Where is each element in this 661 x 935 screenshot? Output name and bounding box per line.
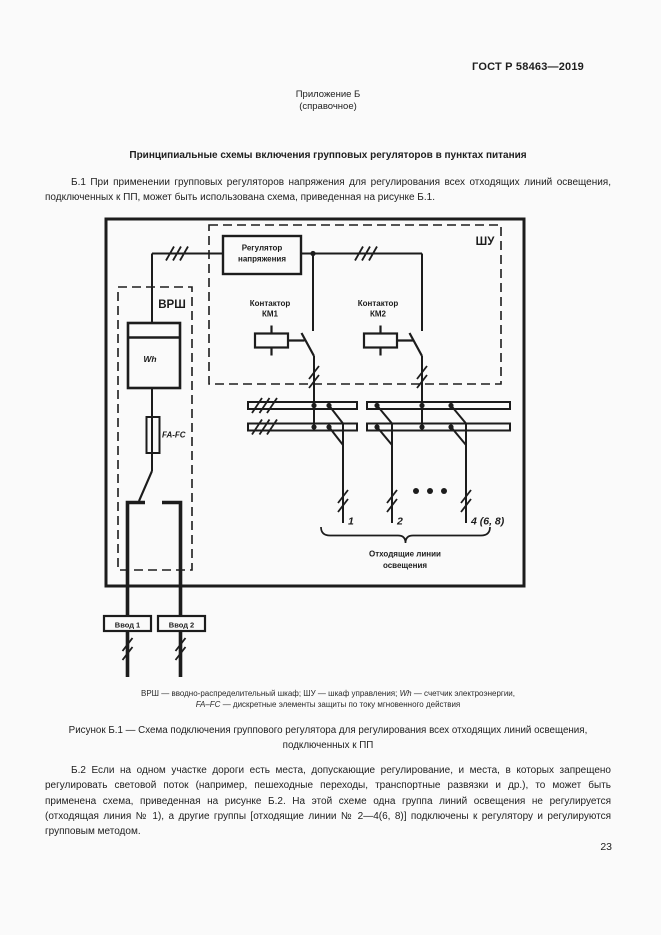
voltage-regulator-label: Регулятор напряжения	[238, 244, 286, 264]
meter-label: Wh	[143, 354, 156, 364]
control-cabinet-shu-box	[208, 224, 502, 385]
contactor-km2-label: Контактор КМ2	[358, 299, 399, 319]
outgoing-lines-label: Отходящие линии освещения	[369, 550, 441, 571]
vrsh-label: ВРШ	[158, 299, 186, 311]
svg-text:Отходящие линии: Отходящие линии	[369, 550, 441, 559]
conductor-hatch-marks	[121, 246, 472, 661]
outgoing-line-3-number: 4 (6, 8)	[470, 516, 505, 528]
wires	[151, 252, 467, 523]
page-number: 23	[600, 841, 612, 853]
input-2-box	[156, 614, 207, 633]
feeder-runs	[125, 500, 183, 677]
voltage-regulator-box	[221, 234, 303, 276]
legend-line-2: FA–FC — дискретные элементы защиты по то…	[45, 700, 611, 711]
breaker-label: FA-FC	[162, 431, 186, 440]
appendix-subtitle: (справочное)	[299, 100, 357, 112]
electricity-meter	[126, 321, 182, 390]
page-header: ГОСТ Р 58463—2019	[472, 61, 584, 73]
contactor-km2	[362, 325, 413, 356]
power-point-outer-box	[104, 217, 526, 588]
legend-wh-symbol: Wh	[399, 689, 412, 698]
figure-caption-line-1: Рисунок Б.1 — Схема подключения группово…	[68, 725, 588, 736]
ellipsis-dots	[413, 488, 447, 494]
legend-line-2-tail: — дискретные элементы защиты по току мгн…	[220, 699, 461, 709]
outgoing-line-1-number: 1	[348, 516, 354, 528]
svg-text:Контактор: Контактор	[250, 299, 291, 308]
legend-line-1-text: ВРШ — вводно-распределительный шкаф; ШУ …	[141, 689, 400, 698]
legend-fafc-symbol: FA–FC	[195, 699, 221, 709]
paragraph-b1: Б.1 При применении групповых регуляторов…	[45, 177, 611, 204]
appendix-heading: Приложение Б (справочное)	[45, 89, 611, 112]
svg-text:Контактор: Контактор	[358, 299, 399, 308]
input-1-box	[102, 614, 153, 633]
switch-blades	[137, 332, 423, 502]
legend-line-1-tail: — счетчик электроэнергии,	[411, 689, 515, 698]
svg-text:освещения: освещения	[383, 561, 427, 570]
breaker-fafc	[145, 416, 161, 454]
figure-caption-line-2: подключенных к ПП	[282, 740, 374, 751]
outgoing-lines-brace	[320, 526, 491, 544]
contactor-km1	[253, 325, 305, 356]
busbars	[247, 401, 511, 432]
svg-text:напряжения: напряжения	[238, 255, 286, 264]
svg-text:КМ2: КМ2	[370, 310, 387, 319]
input-switchboard-vrsh-box	[117, 286, 193, 571]
input-1-label: Ввод 1	[115, 621, 140, 630]
paragraph-b2: Б.2 Если на одном участке дороги есть ме…	[45, 765, 611, 838]
figure-caption: Рисунок Б.1 — Схема подключения группово…	[45, 723, 611, 753]
shu-label: ШУ	[476, 236, 496, 248]
legend-line-1: ВРШ — вводно-распределительный шкаф; ШУ …	[45, 689, 611, 700]
junction-dots	[310, 250, 454, 430]
input-2-label: Ввод 2	[169, 621, 194, 630]
section-title: Принципиальные схемы включения групповых…	[129, 150, 527, 161]
svg-text:КМ1: КМ1	[262, 310, 279, 319]
figure-b1-diagram: Регулятор напряжения Контактор КМ1 Конта…	[102, 217, 526, 677]
contactor-km1-label: Контактор КМ1	[250, 299, 291, 319]
figure-legend: ВРШ — вводно-распределительный шкаф; ШУ …	[45, 689, 611, 710]
svg-text:Регулятор: Регулятор	[242, 244, 283, 253]
outgoing-line-2-number: 2	[396, 516, 403, 528]
appendix-title: Приложение Б	[295, 89, 361, 100]
